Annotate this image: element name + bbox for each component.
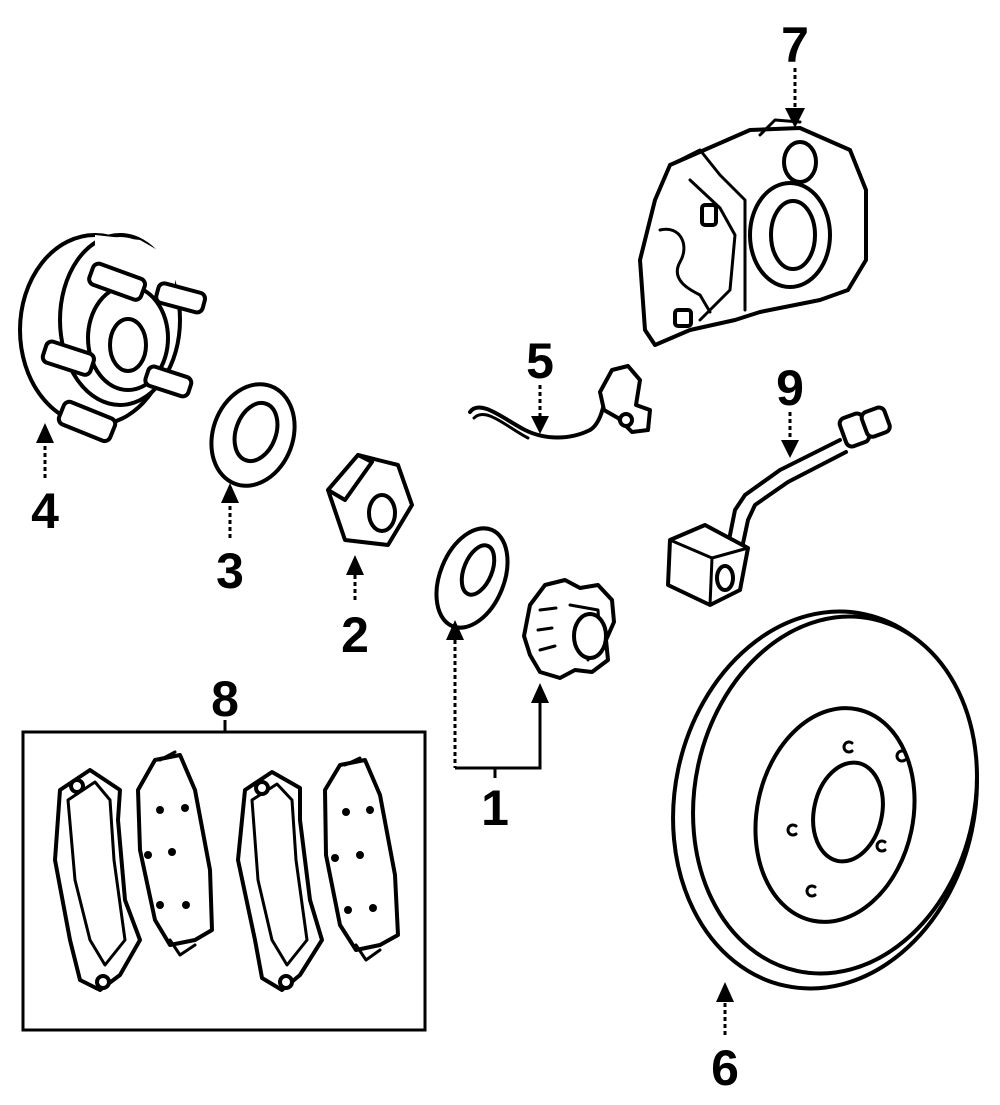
callout-8: 8 xyxy=(211,671,239,727)
hub-nut-icon xyxy=(326,453,414,547)
leader-lines xyxy=(36,68,805,1035)
callout-6: 6 xyxy=(711,1040,739,1096)
callout-3: 3 xyxy=(216,543,244,599)
callout-9: 9 xyxy=(776,360,804,416)
washer-icon xyxy=(209,382,297,488)
callout-5: 5 xyxy=(526,333,554,389)
callout-2: 2 xyxy=(341,607,369,663)
callout-1: 1 xyxy=(481,780,509,836)
brake-caliper-icon xyxy=(638,118,868,347)
brake-pads-icon xyxy=(53,750,400,992)
wheel-hub-icon xyxy=(18,233,208,444)
callout-labels: 7 5 9 4 3 2 8 1 6 xyxy=(31,17,809,1096)
wear-sensor-icon xyxy=(468,364,652,440)
callout-7: 7 xyxy=(781,17,809,73)
brake-rotor-icon xyxy=(671,609,979,991)
brake-hose-icon xyxy=(666,405,892,607)
callout-4: 4 xyxy=(31,483,59,539)
seal-and-tone-ring-icon xyxy=(434,526,616,680)
